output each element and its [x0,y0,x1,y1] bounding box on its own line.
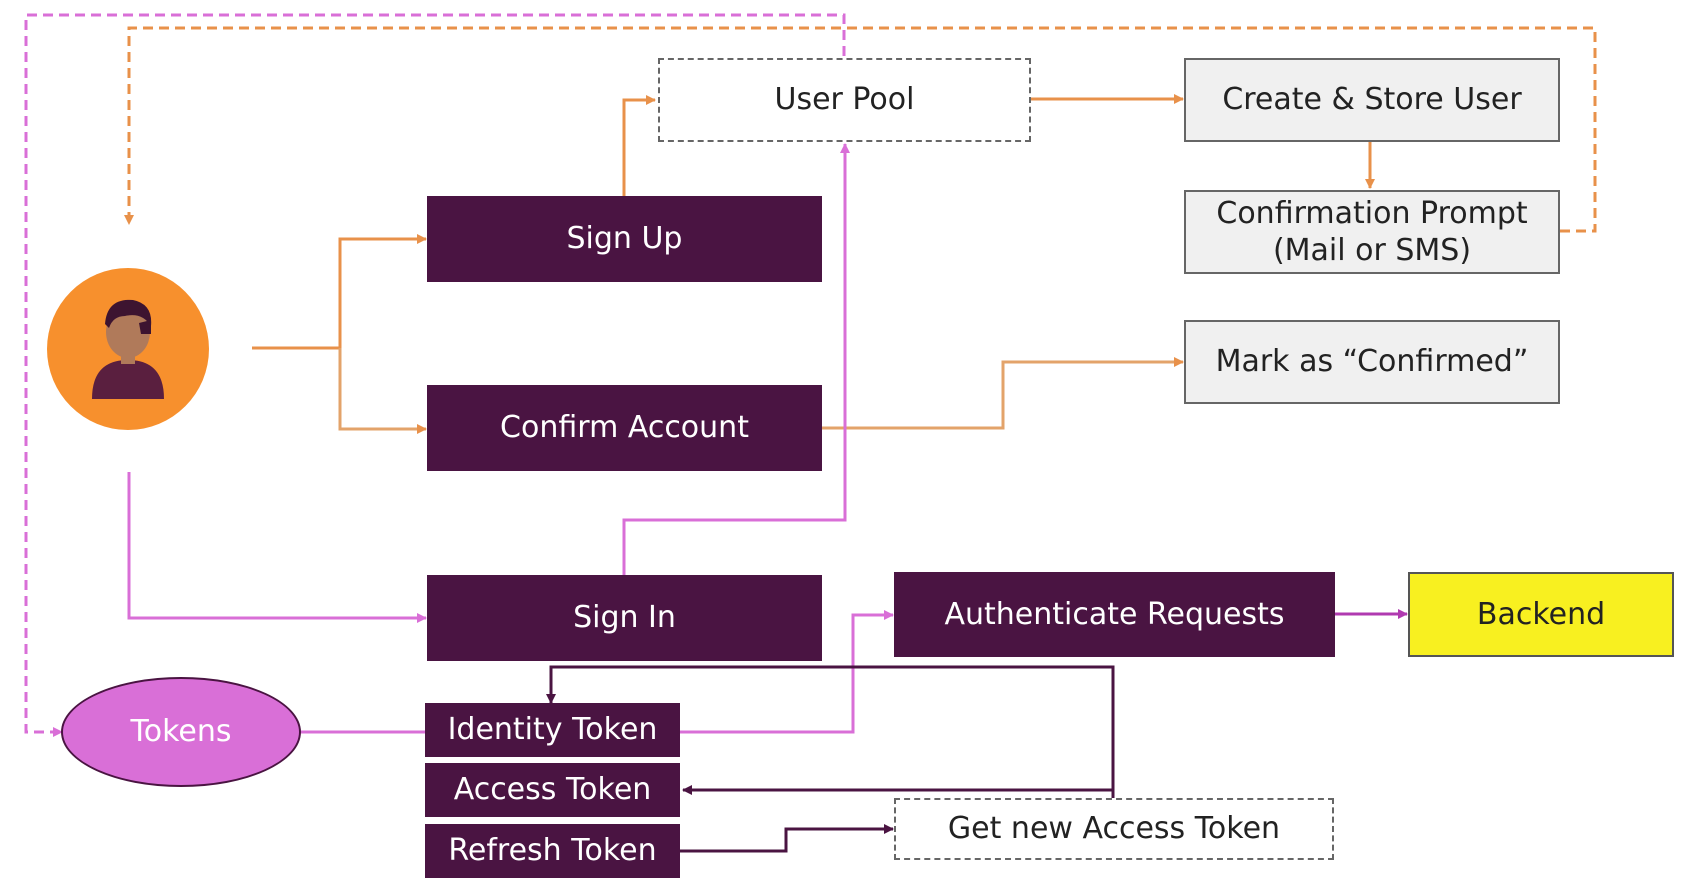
dashed-orange-line [124,26,1597,233]
user-pool-box[interactable]: User Pool [658,58,1031,142]
identity-token-label: Identity Token [447,712,658,748]
tokens-label: Tokens [130,714,232,750]
create-store-user-label: Create & Store User [1222,82,1522,118]
mark-confirmed-label: Mark as “Confirmed” [1215,344,1529,380]
backend-box[interactable]: Backend [1408,572,1674,657]
user-to-signin-line [127,472,427,623]
user-to-confirm-line [338,348,427,434]
confirmation-prompt-line1: Confirmation Prompt [1216,195,1528,231]
get-new-access-token-label: Get new Access Token [947,811,1281,847]
identity-to-auth-line [680,610,894,734]
confirm-account-box[interactable]: Confirm Account [427,385,822,471]
access-token-box[interactable]: Access Token [425,763,680,817]
refresh-token-box[interactable]: Refresh Token [425,824,680,878]
identity-token-box[interactable]: Identity Token [425,703,680,757]
confirmation-prompt-line2: (Mail or SMS) [1272,233,1472,268]
refresh-token-label: Refresh Token [448,833,657,869]
sign-up-label: Sign Up [566,221,683,257]
get-new-access-token-box[interactable]: Get new Access Token [894,798,1334,860]
tokens-ellipse[interactable]: Tokens [61,677,301,787]
confirm-to-mark-line [822,357,1184,430]
backend-label: Backend [1476,596,1606,632]
refresh-to-newtoken-line [680,824,894,853]
authenticate-requests-box[interactable]: Authenticate Requests [894,572,1335,657]
access-token-label: Access Token [453,772,652,808]
signup-to-userpool-line [622,95,656,196]
create-store-user-box[interactable]: Create & Store User [1184,58,1560,142]
confirmation-prompt-box[interactable]: Confirmation Prompt (Mail or SMS) [1184,190,1560,274]
user-avatar-icon [47,268,209,430]
authenticate-requests-label: Authenticate Requests [944,596,1285,632]
user-pool-label: User Pool [774,82,915,118]
sign-in-box[interactable]: Sign In [427,575,822,661]
dashed-pink-line [24,13,846,737]
mark-confirmed-box[interactable]: Mark as “Confirmed” [1184,320,1560,404]
sign-up-box[interactable]: Sign Up [427,196,822,282]
user-to-signup-line [252,234,427,350]
newtoken-to-identity-line [546,665,1115,798]
confirm-account-label: Confirm Account [500,410,749,446]
signin-to-userpool-line [622,143,850,576]
sign-in-label: Sign In [573,600,676,636]
